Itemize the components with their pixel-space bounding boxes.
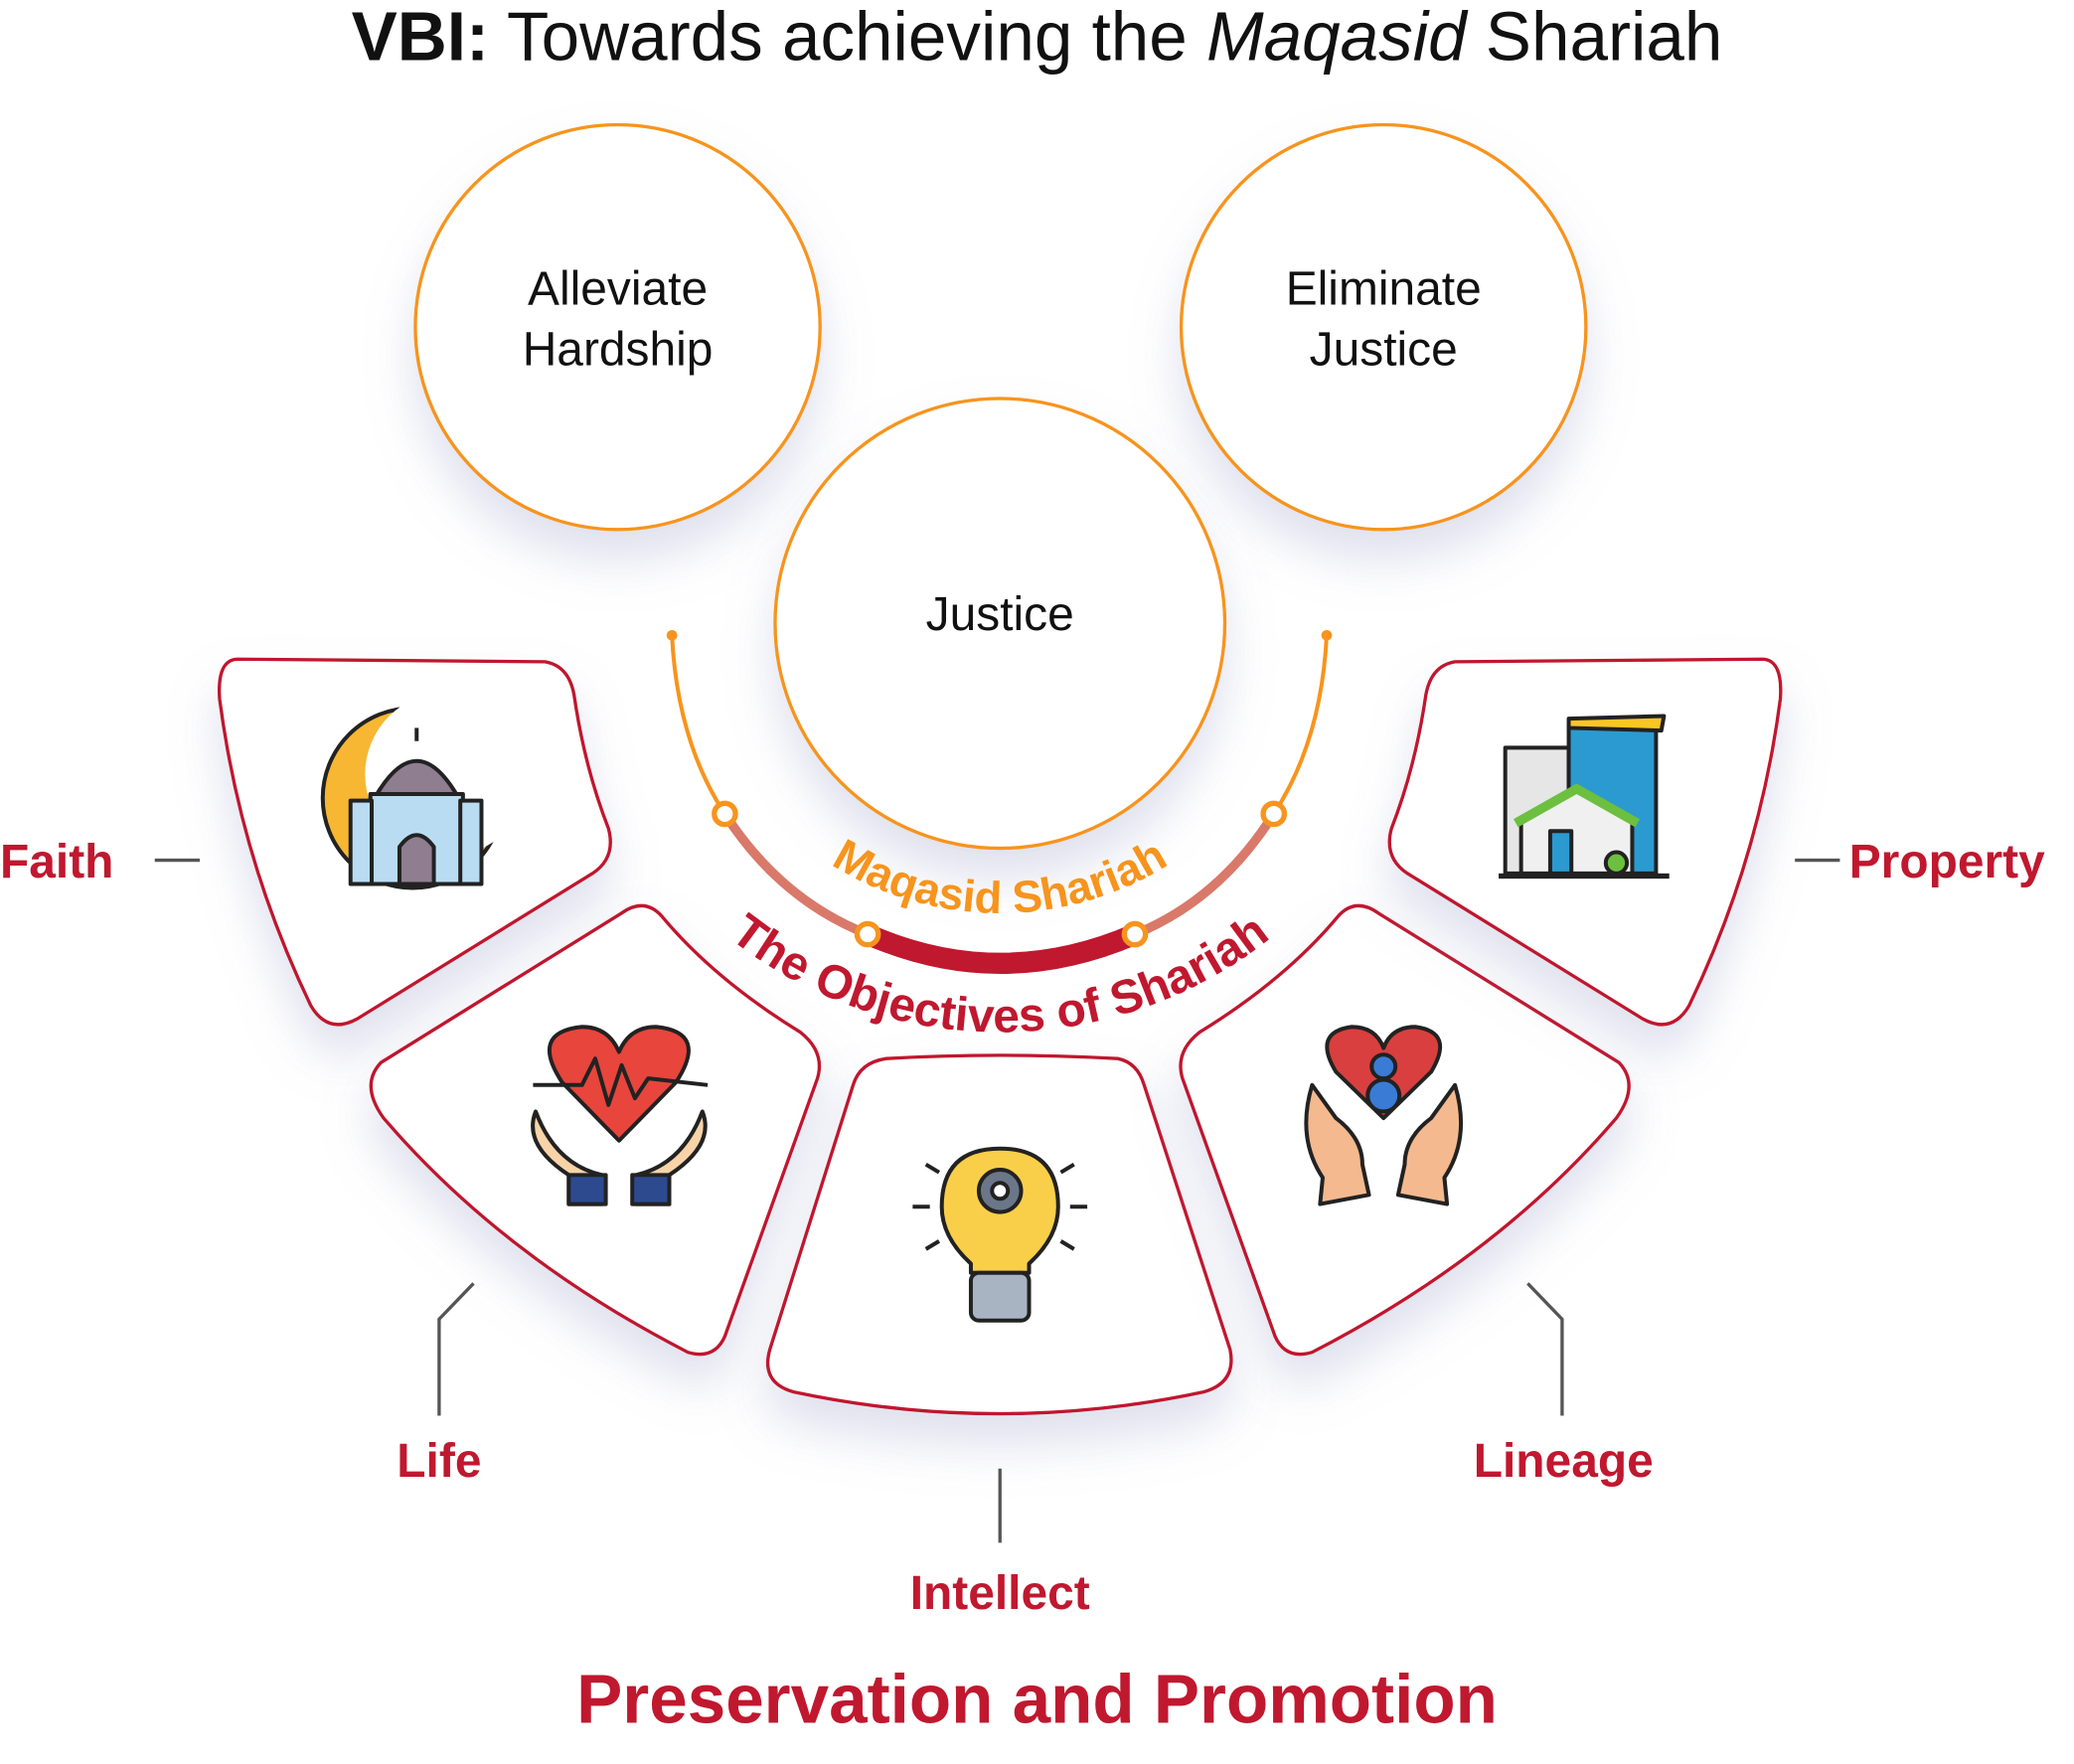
arc-connector <box>666 629 1333 974</box>
circle-alleviate-hardship: Alleviate Hardship <box>413 122 822 532</box>
mosque-icon <box>320 692 530 890</box>
page-title: VBI: Towards achieving the Maqasid Shari… <box>352 0 1723 75</box>
circle-label: Justice <box>926 588 1074 641</box>
label-faith: Faith <box>0 836 113 888</box>
circle-label: Hardship <box>523 324 714 377</box>
label-property: Property <box>1849 836 2045 888</box>
leader-line-lineage <box>1526 1282 1564 1416</box>
lightbulb-gear-icon <box>912 1146 1088 1323</box>
heart-hands-icon <box>531 1025 709 1206</box>
buildings-icon <box>1499 714 1670 880</box>
leader-line-life <box>437 1282 475 1416</box>
circle-label: Justice <box>1310 324 1458 377</box>
family-heart-hands-icon <box>1304 1025 1464 1206</box>
footer-title: Preservation and Promotion <box>576 1660 1498 1737</box>
label-lineage: Lineage <box>1474 1435 1654 1488</box>
petal-lineage <box>1179 903 1631 1357</box>
circle-label: Alleviate <box>528 263 708 316</box>
label-life: Life <box>397 1435 481 1488</box>
circle-label: Eliminate <box>1286 263 1482 316</box>
petal-life <box>369 903 822 1357</box>
circle-justice: Justice <box>773 397 1227 851</box>
label-intellect: Intellect <box>910 1567 1090 1620</box>
circle-eliminate-justice: Eliminate Justice <box>1179 122 1588 532</box>
